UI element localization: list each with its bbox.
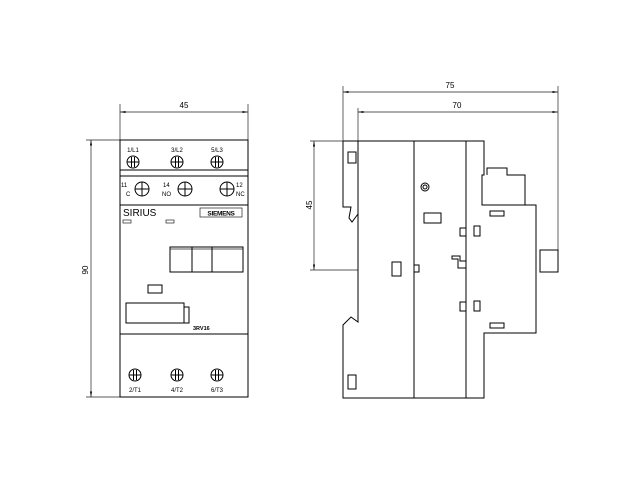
svg-text:SIEMENS: SIEMENS [207, 211, 235, 218]
model-label: 3RV16 [193, 326, 210, 332]
terminal-label: 1/L1 [127, 148, 139, 154]
aux-terminal-type: NC [236, 192, 245, 198]
side-depth-label: 70 [453, 101, 462, 110]
aux-terminals: 11 C 14 NO 12 NC [121, 181, 245, 198]
front-height-label: 90 [81, 265, 90, 274]
front-width-label: 45 [180, 101, 189, 110]
bottom-terminals: 2/T1 4/T2 6/T3 [128, 368, 224, 394]
terminal-label: 5/L3 [211, 148, 223, 154]
side-depth-total-dimension: 75 [342, 81, 559, 272]
screw-terminal-icon [210, 155, 224, 169]
aux-terminal-number: 12 [236, 183, 243, 189]
rotary-handle [125, 302, 185, 324]
terminal-label: 3/L2 [171, 148, 183, 154]
screw-terminal-icon [219, 181, 235, 197]
side-height-dimension: 45 [305, 140, 358, 271]
terminal-label: 2/T1 [129, 388, 142, 394]
screw-terminal-icon [210, 368, 224, 382]
terminal-label: 6/T3 [211, 388, 224, 394]
side-depth-dimension: 70 [357, 101, 558, 141]
top-terminals: 1/L1 3/L2 5/L3 [126, 148, 224, 169]
indicator-window [147, 284, 163, 294]
aux-terminal-type: NO [162, 192, 171, 198]
side-knob [539, 249, 559, 273]
screw-terminal-icon [177, 181, 193, 197]
setting-window [169, 246, 244, 273]
screw-terminal-icon [170, 368, 184, 382]
terminal-label: 4/T2 [171, 388, 184, 394]
side-screw-icon [420, 182, 430, 192]
front-width-dimension: 45 [119, 101, 249, 140]
screw-terminal-icon [128, 368, 142, 382]
side-view: 75 70 45 [305, 81, 559, 399]
front-view: 45 90 1/L1 3/L2 5/L3 11 C 14 NO 12 [81, 101, 249, 398]
device-body-front [119, 139, 249, 398]
front-height-dimension: 90 [81, 139, 120, 398]
screw-terminal-icon [134, 181, 150, 197]
aux-terminal-type: C [126, 192, 131, 198]
device-body-side [342, 140, 537, 399]
siemens-logo: SIEMENS [199, 207, 243, 218]
side-height-label: 45 [305, 200, 314, 209]
series-label: SIRIUS [123, 208, 157, 219]
screw-terminal-icon [126, 155, 140, 169]
side-depth-total-label: 75 [446, 81, 455, 90]
screw-terminal-icon [170, 155, 184, 169]
aux-terminal-number: 14 [163, 183, 170, 189]
aux-terminal-number: 11 [121, 183, 128, 189]
